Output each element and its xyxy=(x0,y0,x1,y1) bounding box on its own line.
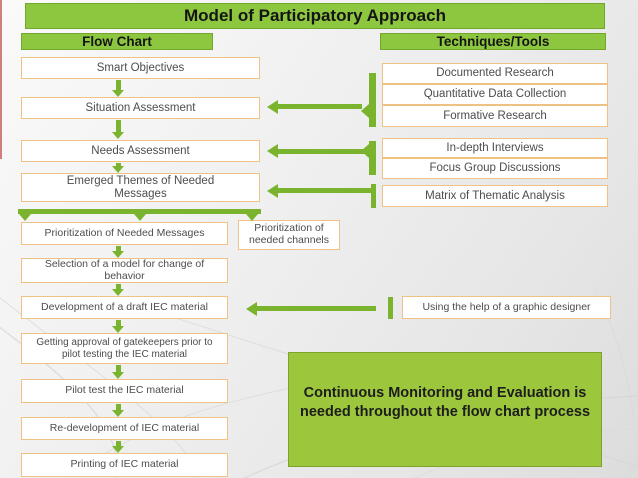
continuous-monitoring-note-label: Continuous Monitoring and Evaluation is … xyxy=(299,384,591,420)
technique-box-matrix-thematic: Matrix of Thematic Analysis xyxy=(382,185,608,207)
technique-box-focus-group: Focus Group Discussions xyxy=(382,158,608,179)
flow-box-prioritization-messages-label: Prioritization of Needed Messages xyxy=(44,226,205,239)
flow-box-printing: Printing of IEC material xyxy=(21,453,228,477)
flow-box-printing-label: Printing of IEC material xyxy=(70,458,179,471)
page-title: Model of Participatory Approach xyxy=(25,3,605,29)
flow-box-situation-assessment: Situation Assessment xyxy=(21,97,260,119)
technique-box-formative-research-label: Formative Research xyxy=(443,109,547,122)
technique-box-quantitative-collection-label: Quantitative Data Collection xyxy=(423,88,567,101)
technique-box-indepth-interviews-label: In-depth Interviews xyxy=(446,141,544,154)
technique-box-indepth-interviews: In-depth Interviews xyxy=(382,138,608,158)
flow-box-prioritization-channels: Prioritization of needed channels xyxy=(238,220,340,250)
technique-box-documented-research: Documented Research xyxy=(382,63,608,84)
technique-box-documented-research-label: Documented Research xyxy=(436,67,554,80)
flow-box-selection-model-label: Selection of a model for change of behav… xyxy=(44,257,205,282)
technique-box-graphic-designer-label: Using the help of a graphic designer xyxy=(422,300,591,313)
flow-box-situation-assessment-label: Situation Assessment xyxy=(85,101,196,114)
techniques-tools-header-label: Techniques/Tools xyxy=(436,34,550,49)
flow-box-needs-assessment-label: Needs Assessment xyxy=(91,144,190,157)
flow-box-pilot-test-label: Pilot test the IEC material xyxy=(65,384,184,397)
flow-box-smart-objectives: Smart Objectives xyxy=(21,57,260,79)
page-title-label: Model of Participatory Approach xyxy=(184,6,446,25)
left-edge-accent-line xyxy=(0,0,2,159)
technique-box-focus-group-label: Focus Group Discussions xyxy=(429,162,561,175)
flow-box-emerged-themes-label: Emerged Themes of Needed Messages xyxy=(66,174,215,200)
flow-box-smart-objectives-label: Smart Objectives xyxy=(96,61,185,74)
flow-box-redevelopment-label: Re-development of IEC material xyxy=(49,421,200,434)
technique-box-matrix-thematic-label: Matrix of Thematic Analysis xyxy=(425,189,565,202)
technique-box-graphic-designer: Using the help of a graphic designer xyxy=(402,296,611,319)
flow-box-emerged-themes: Emerged Themes of Needed Messages xyxy=(21,173,260,202)
technique-box-formative-research: Formative Research xyxy=(382,105,608,127)
flow-box-getting-approval-label: Getting approval of gatekeepers prior to… xyxy=(36,337,213,360)
flow-box-selection-model: Selection of a model for change of behav… xyxy=(21,258,228,283)
flow-chart-header: Flow Chart xyxy=(21,33,213,50)
flow-box-getting-approval: Getting approval of gatekeepers prior to… xyxy=(21,333,228,364)
flow-box-needs-assessment: Needs Assessment xyxy=(21,140,260,162)
flow-box-redevelopment: Re-development of IEC material xyxy=(21,417,228,440)
flow-box-pilot-test: Pilot test the IEC material xyxy=(21,379,228,403)
continuous-monitoring-note: Continuous Monitoring and Evaluation is … xyxy=(288,352,602,467)
flow-box-development-draft-label: Development of a draft IEC material xyxy=(41,300,208,313)
flow-box-development-draft: Development of a draft IEC material xyxy=(21,296,228,319)
flow-box-prioritization-messages: Prioritization of Needed Messages xyxy=(21,222,228,245)
technique-box-quantitative-collection: Quantitative Data Collection xyxy=(382,84,608,105)
techniques-tools-header: Techniques/Tools xyxy=(380,33,606,50)
flow-box-prioritization-channels-label: Prioritization of needed channels xyxy=(249,222,329,246)
flow-chart-header-label: Flow Chart xyxy=(82,34,152,49)
